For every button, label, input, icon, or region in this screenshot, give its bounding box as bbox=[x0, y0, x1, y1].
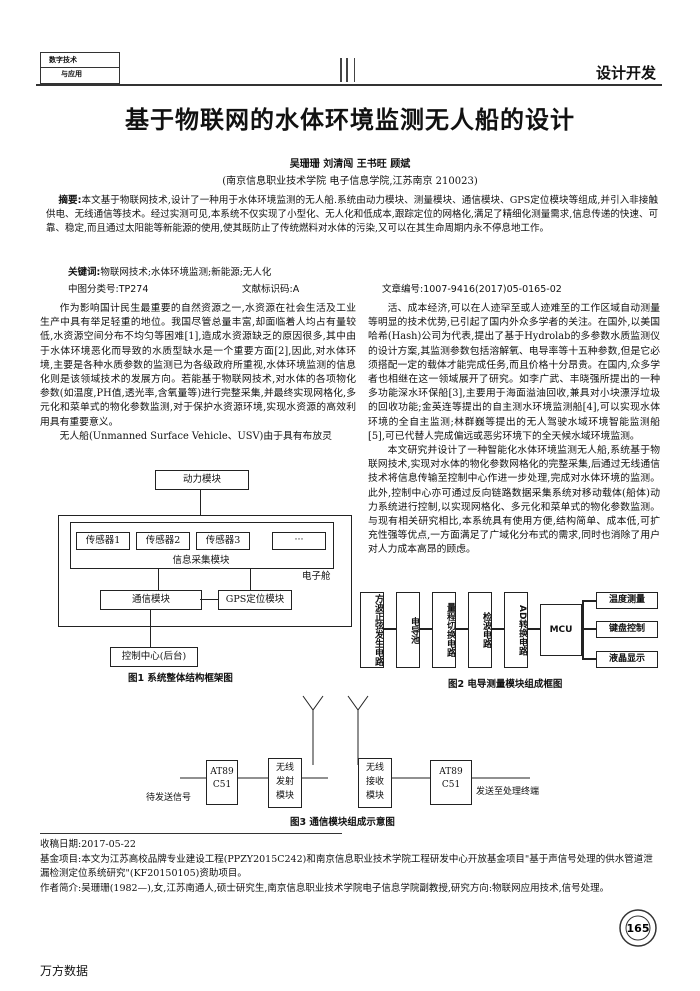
page-number-badge: 165 bbox=[618, 908, 658, 948]
antennas bbox=[180, 695, 530, 779]
logo-line-1: 数字技术 bbox=[49, 55, 77, 64]
acquisition-label: 信息采集模块 bbox=[172, 555, 230, 566]
paragraph: 作为影响国计民生最重要的自然资源之一,水资源在社会生活及工业生产中具有举足轻重的… bbox=[40, 303, 356, 428]
keywords: 关键词:物联网技术;水体环境监测;新能源;无人化 bbox=[68, 264, 271, 278]
figure-3-caption: 图3 通信模块组成示意图 bbox=[290, 817, 395, 828]
paragraph: 活、成本经济,可以在人迹罕至或人迹难至的工作区域自动测量等明显的技术优势,已引起… bbox=[368, 303, 660, 442]
range-switch-box: 量程切换电路 bbox=[432, 592, 456, 668]
mcu-box: MCU bbox=[540, 604, 582, 656]
doc-code: 文献标识码:A bbox=[242, 284, 300, 295]
abstract: 摘要:本文基于物联网技术,设计了一种用于水体环境监测的无人船.系统由动力模块、测… bbox=[46, 194, 658, 236]
figure-1: 动力模块 传感器1 传感器2 传感器3 ··· 信息采集模块 电子舱 通信模块 … bbox=[40, 470, 356, 685]
source-watermark: 万方数据 bbox=[40, 964, 89, 978]
logo-line-2: 与应用 bbox=[61, 69, 82, 78]
comm-module-box: 通信模块 bbox=[100, 590, 202, 610]
gps-module-box: GPS定位模块 bbox=[218, 590, 292, 610]
figure-2: 方波正弦发生电路 电导池 量程切换电路 检波电路 AD转换电路 MCU 温度测量… bbox=[360, 590, 665, 690]
figure-1-caption: 图1 系统整体结构框架图 bbox=[128, 673, 233, 684]
keywords-label: 关键词: bbox=[68, 267, 101, 278]
detector-circuit-box: 检波电路 bbox=[468, 592, 492, 668]
at89-tx-line1: AT89 bbox=[210, 767, 234, 777]
wireless-tx-box: 无线 发射 模块 bbox=[268, 758, 302, 808]
ad-converter-box: AD转换电路 bbox=[504, 592, 528, 668]
paragraph: 无人船(Unmanned Surface Vehicle、USV)由于具有布放灵 bbox=[59, 430, 332, 442]
journal-logo: 数字技术 与应用 bbox=[40, 52, 120, 84]
header-divider bbox=[346, 58, 348, 82]
page-number: 165 bbox=[627, 922, 650, 935]
sensor-1-box: 传感器1 bbox=[76, 532, 130, 550]
right-column: 活、成本经济,可以在人迹罕至或人迹难至的工作区域自动测量等明显的技术优势,已引起… bbox=[368, 302, 660, 558]
at89-tx-box: AT89 C51 bbox=[206, 760, 238, 805]
power-module-box: 动力模块 bbox=[155, 470, 249, 490]
sensor-more-box: ··· bbox=[272, 532, 326, 550]
electronic-cabin-label: 电子舱 bbox=[302, 571, 331, 582]
article-title: 基于物联网的水体环境监测无人船的设计 bbox=[125, 105, 575, 134]
footnote-rule bbox=[40, 833, 342, 834]
square-sine-generator-box: 方波正弦发生电路 bbox=[360, 592, 384, 668]
at89-rx-box: AT89 C51 bbox=[430, 760, 472, 805]
conductivity-cell-box: 电导池 bbox=[396, 592, 420, 668]
author-bio: 作者简介:吴珊珊(1982—),女,江苏南通人,硕士研究生,南京信息职业技术学院… bbox=[40, 882, 610, 894]
left-column: 作为影响国计民生最重要的自然资源之一,水资源在社会生活及工业生产中具有举足轻重的… bbox=[40, 302, 356, 444]
figure-2-caption: 图2 电导测量模块组成框图 bbox=[448, 679, 563, 690]
lcd-box: 液晶显示 bbox=[596, 651, 658, 668]
keyboard-box: 键盘控制 bbox=[596, 621, 658, 638]
temperature-box: 温度测量 bbox=[596, 592, 658, 609]
article-number: 文章编号:1007-9416(2017)05-0165-02 bbox=[382, 284, 562, 295]
article-affiliation: (南京信息职业技术学院 电子信息学院,江苏南京 210023) bbox=[222, 176, 478, 187]
figure-3: AT89 C51 无线 发射 模块 无线 接收 模块 AT89 C51 待发送信… bbox=[140, 690, 560, 830]
abstract-text: 本文基于物联网技术,设计了一种用于水体环境监测的无人船.系统由动力模块、测量模块… bbox=[46, 195, 658, 234]
abstract-label: 摘要: bbox=[58, 195, 82, 206]
section-title: 设计开发 bbox=[595, 64, 656, 82]
keywords-text: 物联网技术;水体环境监测;新能源;无人化 bbox=[100, 267, 272, 278]
clc-number: 中图分类号:TP274 bbox=[68, 284, 149, 295]
fund-note: 基金项目:本文为江苏高校品牌专业建设工程(PPZY2015C242)和南京信息职… bbox=[40, 853, 653, 880]
sensor-2-box: 传感器2 bbox=[136, 532, 190, 550]
header-divider bbox=[340, 58, 342, 82]
output-label: 发送至处理终端 bbox=[476, 787, 540, 797]
article-authors: 吴珊珊 刘清闯 王书旺 顾斌 bbox=[289, 159, 411, 170]
input-signal-label: 待发送信号 bbox=[146, 793, 192, 803]
footnotes: 收稿日期:2017-05-22 基金项目:本文为江苏高校品牌专业建设工程(PPZ… bbox=[40, 838, 662, 896]
header-rule bbox=[36, 84, 662, 86]
control-center-box: 控制中心(后台) bbox=[110, 647, 198, 667]
header-divider bbox=[354, 58, 355, 82]
paragraph: 本文研究并设计了一种智能化水体环境监测无人船,系统基于物联网技术,实现对水体的物… bbox=[368, 445, 660, 556]
at89-tx-line2: C51 bbox=[212, 780, 232, 790]
wireless-rx-box: 无线 接收 模块 bbox=[358, 758, 392, 808]
received-date: 收稿日期:2017-05-22 bbox=[40, 839, 136, 850]
sensor-3-box: 传感器3 bbox=[196, 532, 250, 550]
